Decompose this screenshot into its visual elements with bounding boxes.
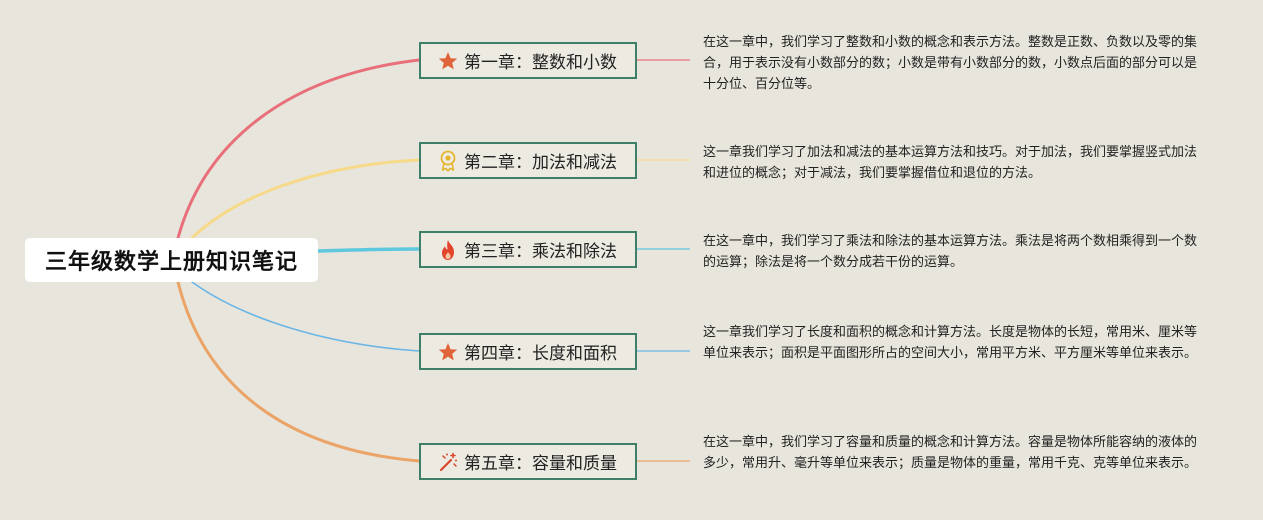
branch-line-chapter-2 (188, 158, 421, 242)
chapter-title: 第二章：加法和减法 (464, 153, 617, 173)
chapter-title: 第三章：乘法和除法 (464, 242, 617, 262)
chapter-node-4[interactable]: 第四章：长度和面积 (419, 333, 637, 370)
chapter-description-4: 这一章我们学习了长度和面积的概念和计算方法。长度是物体的长短，常用米、厘米等单位… (703, 325, 1198, 361)
star-icon (437, 50, 459, 72)
fire-icon (437, 239, 459, 261)
chapter-description-1: 在这一章中，我们学习了整数和小数的概念和表示方法。整数是正数、负数以及零的集合，… (703, 35, 1198, 92)
branch-line-chapter-3 (316, 247, 421, 253)
chapter-title: 第一章：整数和小数 (464, 53, 617, 73)
chapter-node-5[interactable]: 第五章：容量和质量 (419, 443, 637, 480)
branch-line-chapter-1 (176, 58, 421, 240)
star-icon (437, 341, 459, 363)
branch-line-chapter-4 (191, 281, 420, 352)
medal-icon (437, 150, 459, 172)
magic-wand-icon (437, 451, 459, 473)
chapter-description-3: 在这一章中，我们学习了乘法和除法的基本运算方法。乘法是将两个数相乘得到一个数的运… (703, 234, 1198, 270)
root-title: 三年级数学上册知识笔记 (44, 250, 298, 275)
chapter-node-3[interactable]: 第三章：乘法和除法 (419, 231, 637, 268)
chapter-description-2: 这一章我们学习了加法和减法的基本运算方法和技巧。对于加法，我们要掌握竖式加法和进… (703, 145, 1198, 181)
root-topic[interactable]: 三年级数学上册知识笔记 (25, 238, 318, 282)
chapter-title: 第四章：长度和面积 (464, 344, 617, 364)
chapter-node-2[interactable]: 第二章：加法和减法 (419, 142, 637, 179)
chapter-node-1[interactable]: 第一章：整数和小数 (419, 42, 637, 79)
chapter-title: 第五章：容量和质量 (464, 454, 617, 474)
branch-line-chapter-5 (176, 280, 421, 463)
chapter-description-5: 在这一章中，我们学习了容量和质量的概念和计算方法。容量是物体所能容纳的液体的多少… (703, 435, 1198, 471)
